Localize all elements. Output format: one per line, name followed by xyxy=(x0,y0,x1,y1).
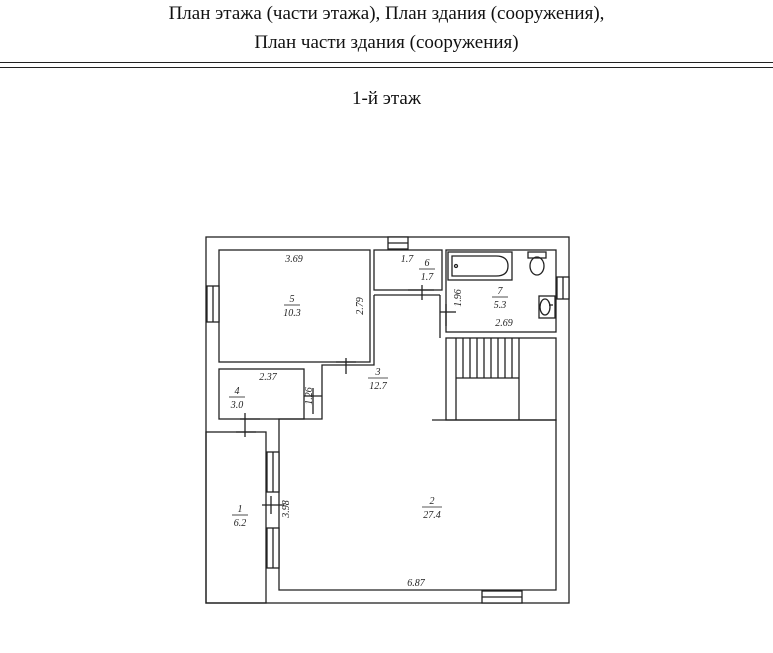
header-line-1: План этажа (части этажа), План здания (с… xyxy=(168,3,605,24)
room-label-1: 1 6.2 xyxy=(232,504,248,529)
dimension-labels: 3.69 2.79 1.7 1.96 2.69 2.37 1.26 3.98 6… xyxy=(259,254,513,589)
room-3-number: 3 xyxy=(375,367,381,378)
room-4-area: 3.0 xyxy=(230,400,244,411)
room-labels: 5 10.3 6 1.7 7 5.3 3 12.7 4 3.0 2 27.4 xyxy=(229,258,508,529)
sink-fixture xyxy=(538,295,556,319)
header-line-2: План части здания (сооружения) xyxy=(254,32,519,53)
toilet-fixture xyxy=(527,251,547,276)
dim-room5-height: 2.79 xyxy=(355,297,366,315)
room-4-walls xyxy=(218,368,305,420)
header-rule-bottom xyxy=(0,67,773,68)
room-label-4: 4 3.0 xyxy=(229,386,245,411)
hall-partition xyxy=(278,295,557,591)
stair-treads xyxy=(455,338,520,420)
dim-room6-width: 1.7 xyxy=(401,254,415,265)
room-7-walls xyxy=(445,249,557,333)
room-6-area: 1.7 xyxy=(421,272,435,283)
room-7-number: 7 xyxy=(498,286,504,297)
room-label-3: 3 12.7 xyxy=(368,367,388,392)
room-2-area: 27.4 xyxy=(423,510,441,521)
room-1-area: 6.2 xyxy=(234,518,247,529)
dim-room1-height: 3.98 xyxy=(281,500,292,519)
windows xyxy=(206,236,570,604)
room-6-number: 6 xyxy=(425,258,430,269)
floor-title: 1-й этаж xyxy=(352,88,421,109)
room-2-number: 2 xyxy=(430,496,435,507)
dim-room5-width: 3.69 xyxy=(284,254,303,265)
room-7-area: 5.3 xyxy=(494,300,507,311)
dim-room7-width: 2.69 xyxy=(495,318,513,329)
room-5-walls xyxy=(218,249,371,363)
dim-room4-width: 2.37 xyxy=(259,372,278,383)
room-label-5: 5 10.3 xyxy=(283,294,301,319)
dim-room2-width: 6.87 xyxy=(407,578,426,589)
room-5-area: 10.3 xyxy=(283,308,301,319)
door-marks xyxy=(236,285,456,514)
room-1-number: 1 xyxy=(238,504,243,515)
room-label-7: 7 5.3 xyxy=(492,286,508,311)
room-5-number: 5 xyxy=(290,294,295,305)
dim-room4-height: 1.26 xyxy=(304,387,315,405)
dim-room7-height: 1.96 xyxy=(453,289,464,307)
room-3-area: 12.7 xyxy=(369,381,388,392)
room-4-number: 4 xyxy=(235,386,240,397)
room-label-6: 6 1.7 xyxy=(419,258,435,283)
bathtub-fixture xyxy=(447,251,513,281)
header-rule-top xyxy=(0,62,773,63)
room-label-2: 2 27.4 xyxy=(422,496,442,521)
